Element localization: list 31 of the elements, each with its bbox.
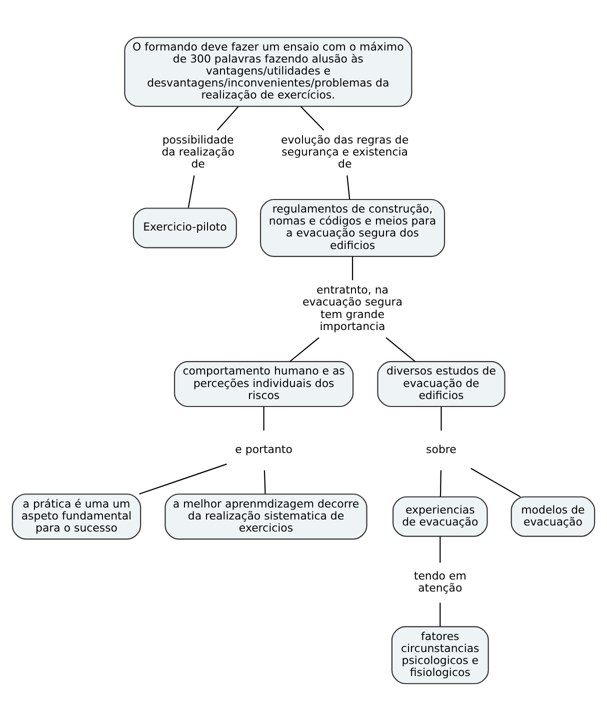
connector — [440, 602, 441, 626]
node-text: possibilidade da realização de — [162, 133, 234, 170]
connector — [263, 406, 264, 430]
node-text: e portanto — [235, 442, 292, 456]
connector — [440, 406, 442, 430]
connector — [216, 106, 239, 130]
connector — [139, 463, 227, 494]
node-box: O formando deve fazer um ensaio com o máximo de 300 palavras fazendo alusão às vantagens/utilidades e desvantagens/inconvenientes/problemas da realização de exercícios. — [124, 36, 412, 106]
node-text: entratnto, na evacuação segura tem grande importancia — [302, 283, 402, 332]
node-box: experiencias de evacuação — [392, 496, 488, 536]
node-box: a prática é uma um aspeto fundamental para o sucesso — [12, 493, 142, 540]
connector — [346, 174, 350, 199]
connector — [440, 470, 442, 496]
node-box: diversos estudos de evacuação de edificios — [377, 360, 506, 407]
node-box: regulamentos de construção, nomas e códigos e meios para a evacuação segura dos edificios — [260, 198, 446, 256]
node-text: tendo em atenção — [414, 569, 466, 594]
connector — [386, 336, 416, 362]
node-box: Exercicio-piloto — [132, 207, 237, 248]
connector — [264, 470, 266, 494]
connector — [290, 336, 320, 362]
node-box: comportamento humano e as perceções individuais dos riscos — [174, 360, 354, 407]
connector — [352, 256, 354, 280]
connector — [470, 467, 521, 497]
node-box: fatores circunstancias psicologicos e fisiologicos — [391, 626, 489, 684]
connector — [300, 106, 324, 130]
node-box: modelos de evacuação — [510, 496, 596, 536]
node-text: sobre — [426, 442, 456, 456]
connector — [440, 536, 441, 562]
connector — [188, 174, 195, 208]
node-box: a melhor aprenmdizagem decorre da realização sistematica de exercicios — [164, 493, 368, 540]
node-text: evolução das regras de segurança e existencia de — [281, 133, 409, 170]
